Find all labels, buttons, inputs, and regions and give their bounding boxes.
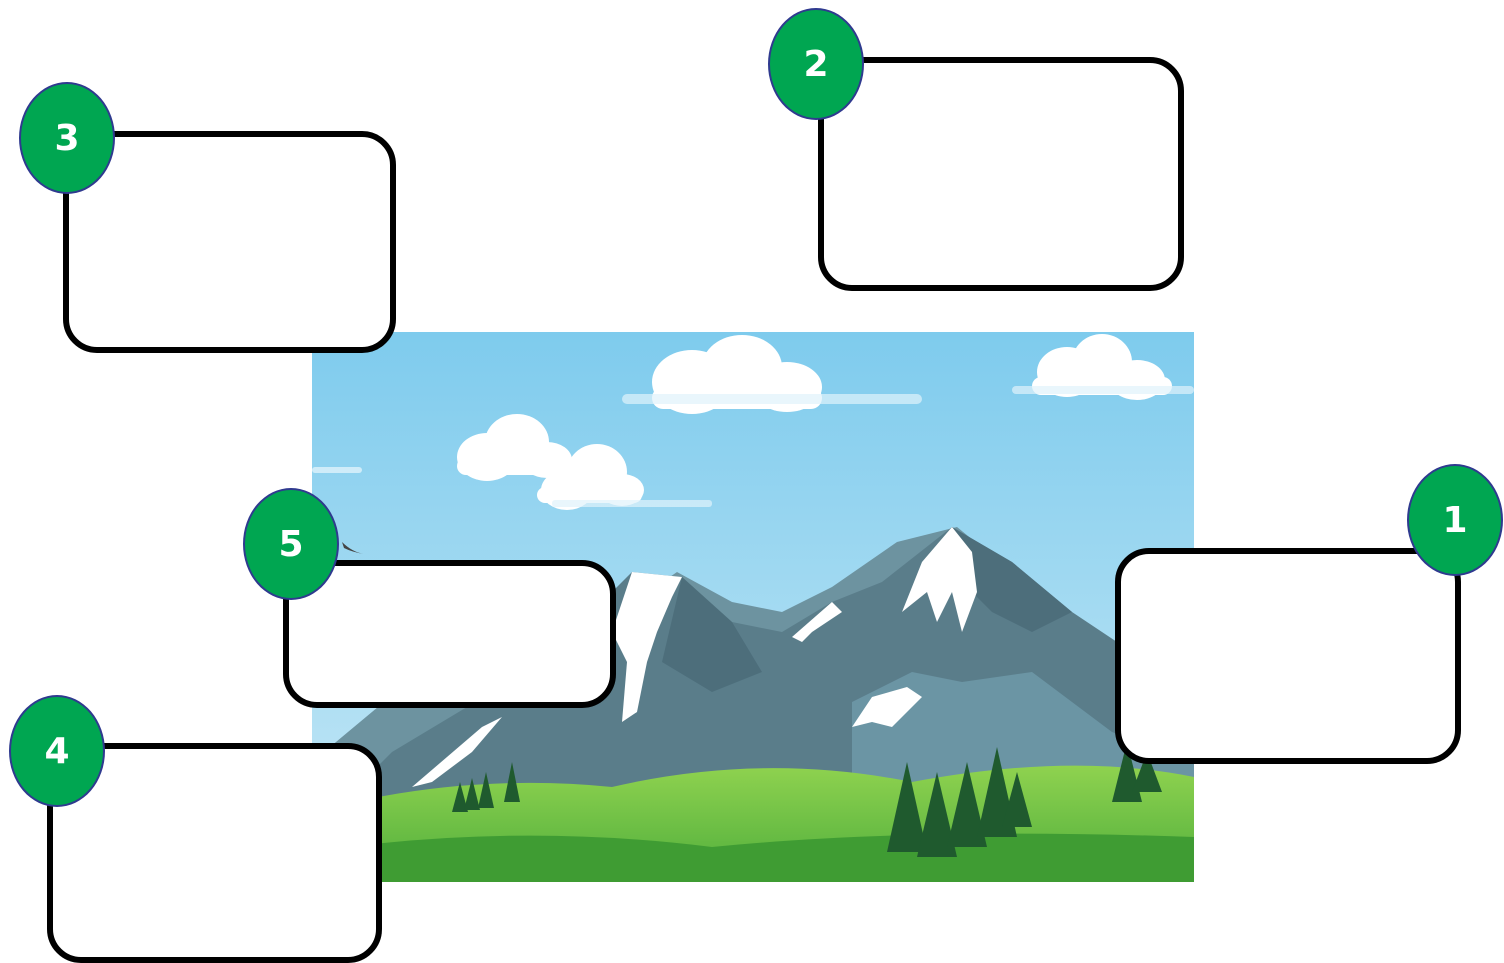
number-badge-2: 2 xyxy=(768,8,864,120)
number-badge-3: 3 xyxy=(19,82,115,194)
mountain-shadow xyxy=(952,527,1072,632)
number-badge-1: 1 xyxy=(1407,464,1503,576)
cloud xyxy=(457,414,572,481)
answer-box-5[interactable] xyxy=(283,560,616,708)
answer-box-2[interactable] xyxy=(818,57,1184,291)
cloud xyxy=(537,444,644,510)
pine-trees xyxy=(452,742,1162,857)
answer-box-4[interactable] xyxy=(47,743,382,963)
number-badge-4: 4 xyxy=(9,695,105,807)
number-badge-5: 5 xyxy=(243,488,339,600)
badge-number: 2 xyxy=(803,43,829,85)
snow-cap xyxy=(412,527,977,787)
badge-number: 1 xyxy=(1442,499,1468,541)
mountain-landscape-image xyxy=(312,332,1194,882)
answer-box-1[interactable] xyxy=(1115,548,1461,764)
badge-number: 5 xyxy=(278,523,304,565)
badge-number: 3 xyxy=(54,117,80,159)
bird xyxy=(342,542,364,554)
answer-box-3[interactable] xyxy=(63,131,396,353)
badge-number: 4 xyxy=(44,730,70,772)
mountain-shadow xyxy=(662,577,762,692)
